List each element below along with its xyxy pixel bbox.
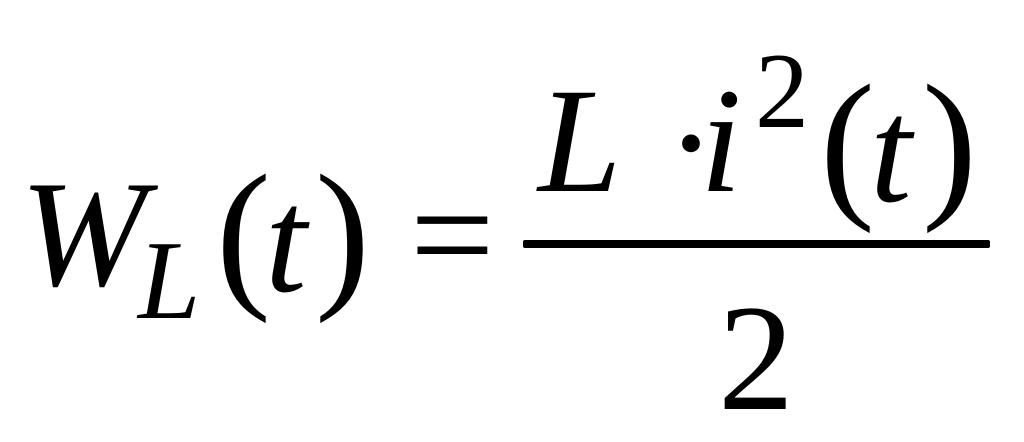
inductance-symbol: L — [538, 58, 622, 224]
current-variable: i — [700, 58, 742, 224]
energy-symbol: W — [20, 150, 147, 318]
inductance-subscript: L — [138, 219, 201, 343]
numerator-open-paren: ( — [820, 51, 875, 234]
fraction-bar — [523, 240, 990, 248]
equals-sign: = — [410, 152, 495, 318]
lhs-close-paren: ) — [315, 141, 370, 324]
lhs-open-paren: ( — [216, 141, 271, 324]
square-exponent: 2 — [755, 32, 809, 151]
denominator: 2 — [718, 274, 794, 442]
numerator-time-variable: t — [870, 68, 912, 234]
lhs-time-variable: t — [265, 158, 307, 324]
multiplication-dot: · — [666, 60, 716, 226]
numerator-close-paren: ) — [922, 51, 977, 234]
